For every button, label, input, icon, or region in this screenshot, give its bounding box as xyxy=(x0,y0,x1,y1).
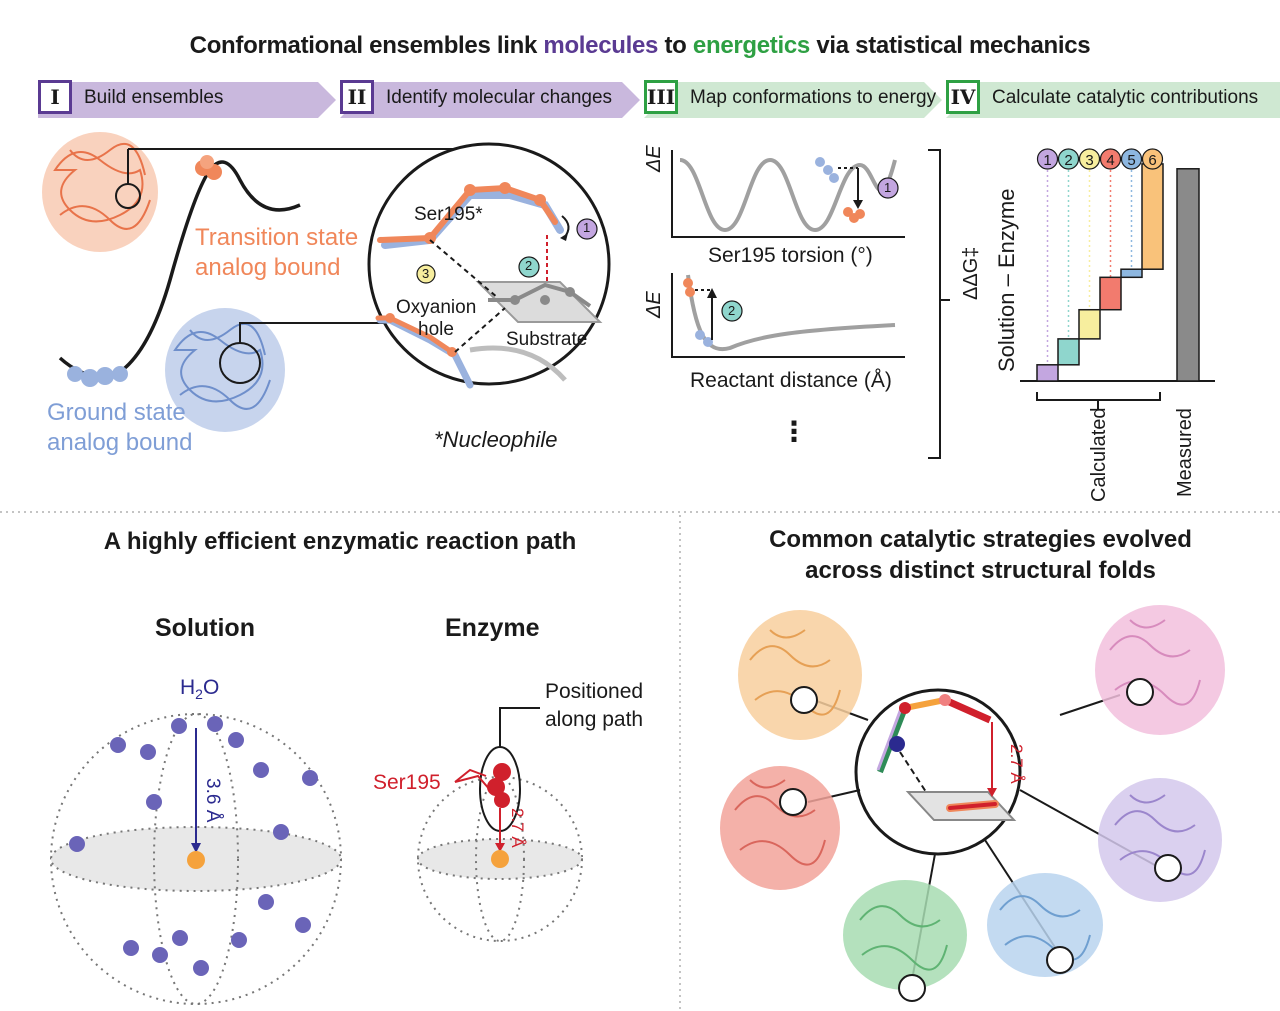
step-number: III xyxy=(644,80,678,114)
title-suffix: via statistical mechanics xyxy=(816,32,1091,59)
energy-axis-bottom: ΔE xyxy=(643,291,665,318)
oxyanion-label-line2: hole xyxy=(418,319,454,340)
legend-marker-6 xyxy=(1141,148,1164,170)
legend-label-5: 5 xyxy=(1127,152,1135,169)
bar-2 xyxy=(1057,338,1080,366)
step-label: Map conformations to energy xyxy=(690,87,937,108)
torsion-xlabel: Ser195 torsion (°) xyxy=(708,244,873,267)
legend-label-1: 1 xyxy=(1043,152,1051,169)
marker-1: 1 xyxy=(583,220,591,235)
step-number: I xyxy=(38,80,72,114)
step-4-arrow xyxy=(946,82,1280,118)
plots-bracket xyxy=(928,149,950,459)
step-label: Calculate catalytic contributions xyxy=(992,87,1259,108)
substrate-label: Substrate xyxy=(506,329,588,350)
title-molecules: molecules xyxy=(543,32,659,59)
protein-fold-blue xyxy=(987,873,1103,977)
ser195-enzyme-label: Ser195 xyxy=(373,771,441,794)
legend-label-4: 4 xyxy=(1106,152,1114,169)
oxyanion-label-line1: Oxyanion xyxy=(396,297,477,318)
step-label: Build ensembles xyxy=(84,87,224,108)
bar-6 xyxy=(1141,163,1164,270)
enzyme-label: Enzyme xyxy=(445,614,540,642)
chart-xlabel-calculated: Calculated xyxy=(1088,407,1110,502)
more-plots-ellipsis: ⋮ xyxy=(780,416,808,447)
protein-fold-salmon xyxy=(720,766,840,890)
chart-ylabel-line1: ΔΔG‡ xyxy=(960,246,982,300)
bar-3 xyxy=(1078,308,1101,340)
strategies-title-line1: Common catalytic strategies evolved xyxy=(769,526,1192,553)
ser195-label: Ser195* xyxy=(414,204,483,225)
water-label: H2O xyxy=(180,676,220,703)
legend-marker-2 xyxy=(1057,148,1080,170)
transition-state-label-line2: analog bound xyxy=(195,254,341,281)
shared-active-site xyxy=(854,688,1022,856)
positioned-label-line1: Positioned xyxy=(545,680,644,703)
protein-fold-lavender xyxy=(1098,778,1222,902)
chart-xlabel-measured: Measured xyxy=(1174,408,1196,497)
step-number: IV xyxy=(946,80,980,114)
strategies-title-line2: across distinct structural folds xyxy=(805,557,1156,584)
positioned-label-line2: along path xyxy=(545,708,644,731)
transition-state-ligand xyxy=(195,155,222,180)
legend-marker-4 xyxy=(1099,148,1122,170)
transition-state-label-line1: Transition state xyxy=(195,224,359,251)
bar-4 xyxy=(1099,276,1122,311)
distance-xlabel: Reactant distance (Å) xyxy=(690,369,892,392)
ground-state-label-line2: analog bound xyxy=(47,429,193,456)
ground-state-ligand xyxy=(67,366,128,387)
solution-sphere xyxy=(50,713,342,1005)
plot-marker-2: 2 xyxy=(728,303,736,318)
bar-5 xyxy=(1120,268,1143,279)
legend-label-2: 2 xyxy=(1064,152,1072,169)
title-mid: to xyxy=(664,32,687,59)
legend-label-6: 6 xyxy=(1148,152,1156,169)
title-prefix: Conformational ensembles link xyxy=(189,32,538,59)
protein-fold-green xyxy=(843,880,967,1002)
step-2-arrow xyxy=(340,82,640,118)
step-3-arrow xyxy=(644,82,942,118)
plot-marker-1: 1 xyxy=(884,180,892,195)
protein-fold-pink xyxy=(1095,605,1225,735)
legend-marker-3 xyxy=(1078,148,1101,170)
torsion-energy-plot xyxy=(671,150,905,238)
transition-state-protein xyxy=(42,132,465,252)
step-number: II xyxy=(340,80,374,114)
calculated-bracket xyxy=(1036,392,1161,410)
marker-2: 2 xyxy=(525,258,533,273)
solution-label: Solution xyxy=(155,614,255,642)
step-label: Identify molecular changes xyxy=(386,87,613,108)
ground-state-label-line1: Ground state xyxy=(47,399,186,426)
enzyme-distance: 2.7 Å xyxy=(508,808,527,848)
figure-title: Conformational ensembles link molecules … xyxy=(0,32,1280,60)
marker-3: 3 xyxy=(422,266,430,281)
ground-state-protein xyxy=(165,308,385,432)
legend-label-3: 3 xyxy=(1085,152,1093,169)
distance-energy-plot xyxy=(671,273,905,358)
enzyme-sphere xyxy=(417,707,583,942)
legend-marker-5 xyxy=(1120,148,1143,170)
step-1-arrow xyxy=(38,82,336,118)
chart-ylabel-line2: Solution – Enzyme xyxy=(994,188,1019,372)
solution-distance: 3.6 Å xyxy=(202,778,223,823)
legend-marker-1 xyxy=(1036,148,1059,170)
fold-distance: 2.7 Å xyxy=(1007,744,1026,784)
nucleophile-footnote: *Nucleophile xyxy=(434,427,558,452)
active-site-zoom xyxy=(367,142,611,389)
bar-1 xyxy=(1036,364,1059,382)
protein-fold-orange xyxy=(738,610,862,740)
energy-axis-top: ΔE xyxy=(643,145,665,172)
title-energetics: energetics xyxy=(692,32,810,59)
measured-bar xyxy=(1176,168,1200,382)
reaction-path-title: A highly efficient enzymatic reaction pa… xyxy=(103,528,577,555)
